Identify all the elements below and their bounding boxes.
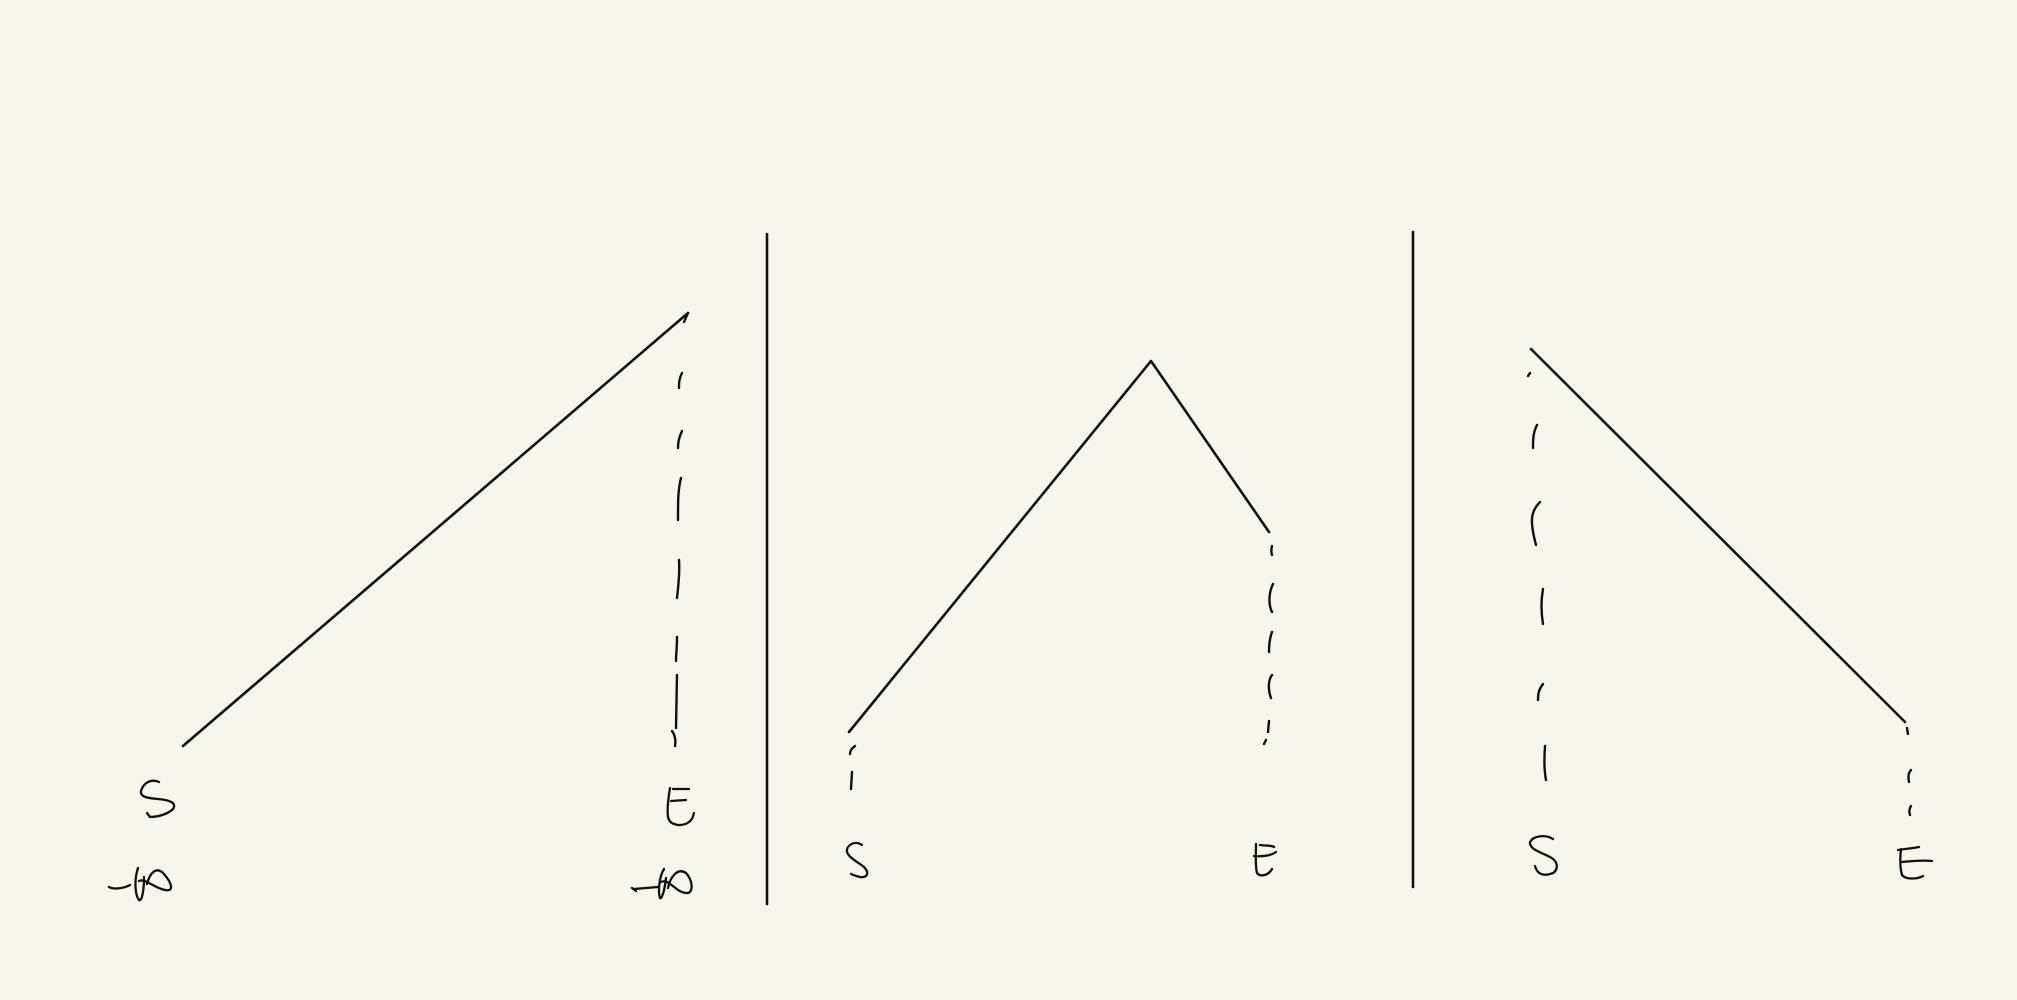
panel-3: S E bbox=[1526, 347, 1934, 880]
panel-2-right-dashed bbox=[1262, 544, 1275, 746]
panel-1-end-label-glyph bbox=[666, 786, 696, 827]
panel-3-start-label-glyph bbox=[1528, 835, 1558, 876]
panel-2: S E bbox=[845, 359, 1278, 879]
panel-1-end-sub-glyph bbox=[630, 867, 693, 900]
panel-1-end-sub: θ bbox=[640, 864, 661, 904]
panel-1-start-label: S bbox=[145, 784, 167, 824]
panel-3-left-dashed bbox=[1526, 371, 1548, 782]
panel-2-left-dashed bbox=[848, 744, 857, 791]
panel-1-start-sub: θ bbox=[110, 864, 131, 904]
panel-3-falling-line bbox=[1529, 347, 1907, 724]
panel-1-rising-line bbox=[181, 311, 690, 748]
panel-1-start-label-glyph bbox=[139, 779, 176, 819]
panel-3-right-dashed bbox=[1905, 726, 1913, 817]
panel-2-start-label-glyph bbox=[845, 841, 869, 879]
panel-2-peak-line bbox=[847, 359, 1271, 734]
panel-2-end-label-glyph bbox=[1252, 842, 1278, 877]
panel-1-dashed-vertical bbox=[670, 371, 684, 748]
panel-1-start-sub-glyph bbox=[107, 866, 173, 902]
panel-1: S E θ θ bbox=[107, 311, 696, 904]
panel-1-top-hook bbox=[682, 311, 690, 324]
panel-3-end-label-glyph bbox=[1896, 845, 1934, 880]
